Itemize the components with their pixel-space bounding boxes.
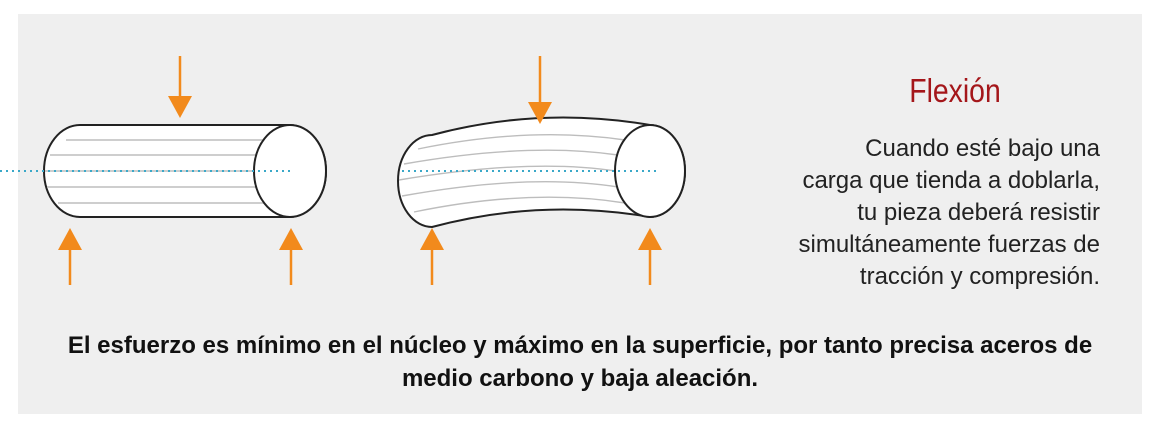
support-arrow-up-2: [279, 228, 303, 285]
description-line: tracción y compresión.: [859, 263, 1100, 290]
load-arrow-down-right: [528, 56, 552, 124]
bent-fiber-lines: [398, 134, 626, 213]
section-title: Flexión: [909, 72, 1001, 109]
support-arrow-up-4: [638, 228, 662, 285]
description-line: Cuando esté bajo una: [865, 135, 1100, 162]
support-arrow-up-3: [420, 228, 444, 285]
description-line: tu pieza deberá resistir: [857, 199, 1100, 226]
description-line: carga que tienda a doblarla,: [802, 167, 1100, 194]
bent-cylinder: [397, 116, 686, 229]
conclusion-text: El esfuerzo es mínimo en el núcleo y máx…: [67, 332, 1093, 392]
support-arrow-up-1: [58, 228, 82, 285]
description-line: simultáneamente fuerzas de: [798, 231, 1101, 258]
load-arrow-down-left: [168, 56, 192, 118]
description: Cuando esté bajo una carga que tienda a …: [700, 133, 1101, 293]
